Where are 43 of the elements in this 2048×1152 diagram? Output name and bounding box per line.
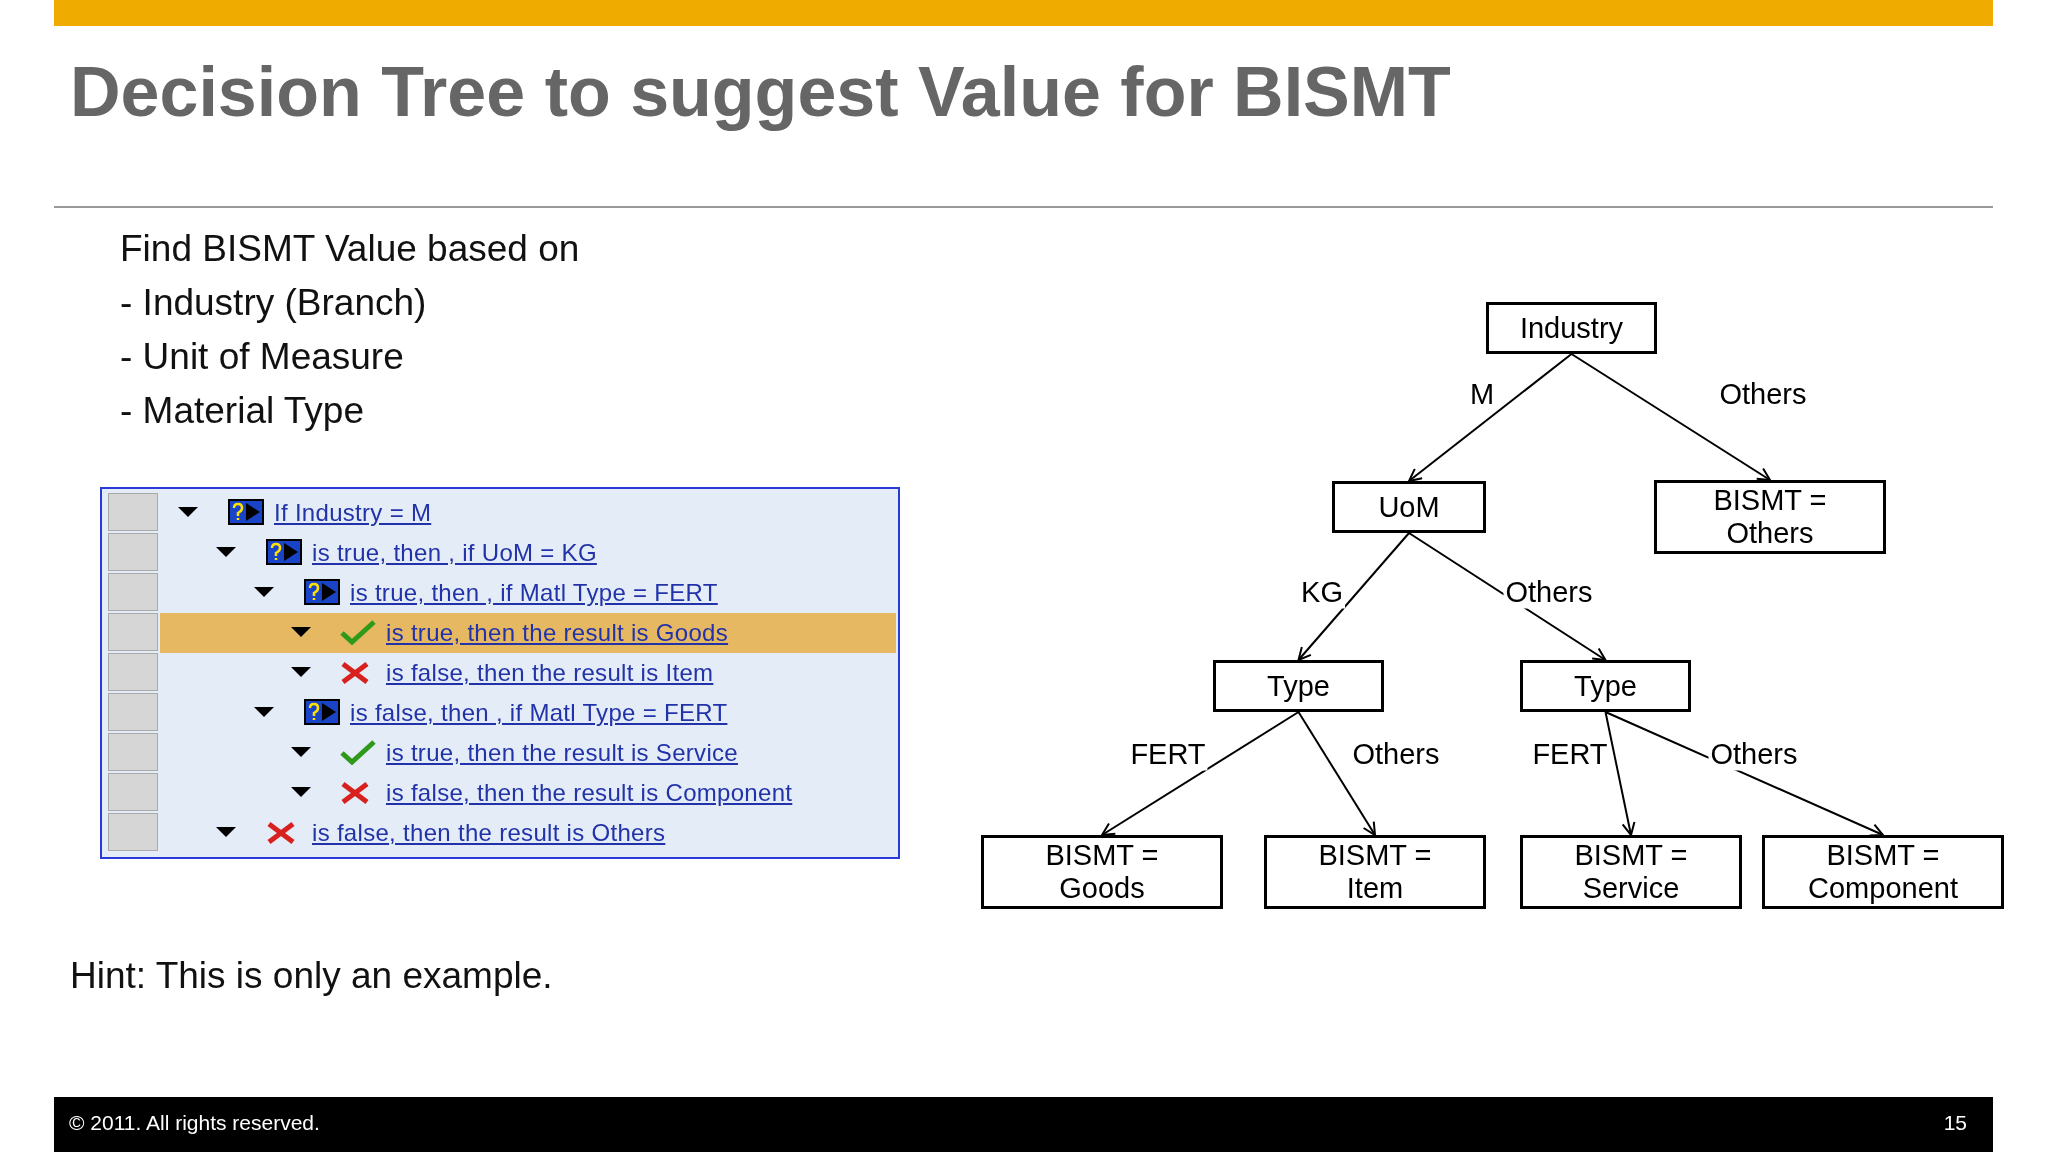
node-text: Type	[1267, 669, 1330, 703]
node-text: UoM	[1378, 490, 1440, 524]
node-text: BISMT = Others	[1712, 484, 1828, 550]
tree-row-text: is false, then the result is Item	[386, 658, 714, 688]
node-text: BISMT = Item	[1317, 839, 1433, 905]
tree-node-box	[1520, 660, 1691, 712]
tree-row-text: is true, then , if Matl Type = FERT	[350, 578, 718, 608]
arrow	[1297, 532, 1410, 661]
arrow	[1604, 711, 1884, 837]
node-text: BISMT = Component	[1807, 839, 1959, 905]
hint-text: Hint: This is only an example.	[70, 955, 553, 997]
tree-row-text: is false, then the result is Others	[312, 818, 666, 848]
node-text: Type	[1574, 669, 1637, 703]
tree-row-text: If Industry = M	[274, 498, 432, 528]
intro-text: Find BISMT Value based on	[120, 228, 580, 270]
tree-node-box	[1520, 835, 1742, 909]
tree-node-box	[1486, 302, 1657, 354]
tree-node-box	[1332, 481, 1486, 533]
page-number: 15	[1943, 1111, 1967, 1135]
arrow	[1570, 353, 1771, 481]
tree-row-text: is true, then , if UoM = KG	[312, 538, 597, 568]
tree-node-box	[1654, 480, 1886, 554]
tree-node-box	[1213, 660, 1384, 712]
node-text: BISMT = Goods	[1044, 839, 1160, 905]
tree-node-box	[981, 835, 1223, 909]
node-text: BISMT = Service	[1573, 839, 1689, 905]
arrow	[1297, 711, 1376, 836]
tree-row-text: is true, then the result is Service	[386, 738, 738, 768]
arrow	[1604, 711, 1636, 836]
intro-text: - Unit of Measure	[120, 336, 404, 378]
intro-text: - Material Type	[120, 390, 365, 432]
copyright-text: © 2011. All rights reserved.	[69, 1111, 320, 1135]
tree-node-box	[1762, 835, 2004, 909]
intro-text: - Industry (Branch)	[120, 282, 427, 324]
slide-title: Decision Tree to suggest Value for BISMT	[70, 52, 1451, 132]
tree-row-text: is false, then the result is Component	[386, 778, 793, 808]
tree-row-text: is true, then the result is Goods	[386, 618, 729, 648]
arrow	[1408, 532, 1607, 661]
arrow	[1101, 711, 1300, 836]
node-text: Industry	[1519, 311, 1624, 345]
tree-row-text: is false, then , if Matl Type = FERT	[350, 698, 728, 728]
tree-node-box	[1264, 835, 1486, 909]
arrow	[1408, 353, 1573, 482]
